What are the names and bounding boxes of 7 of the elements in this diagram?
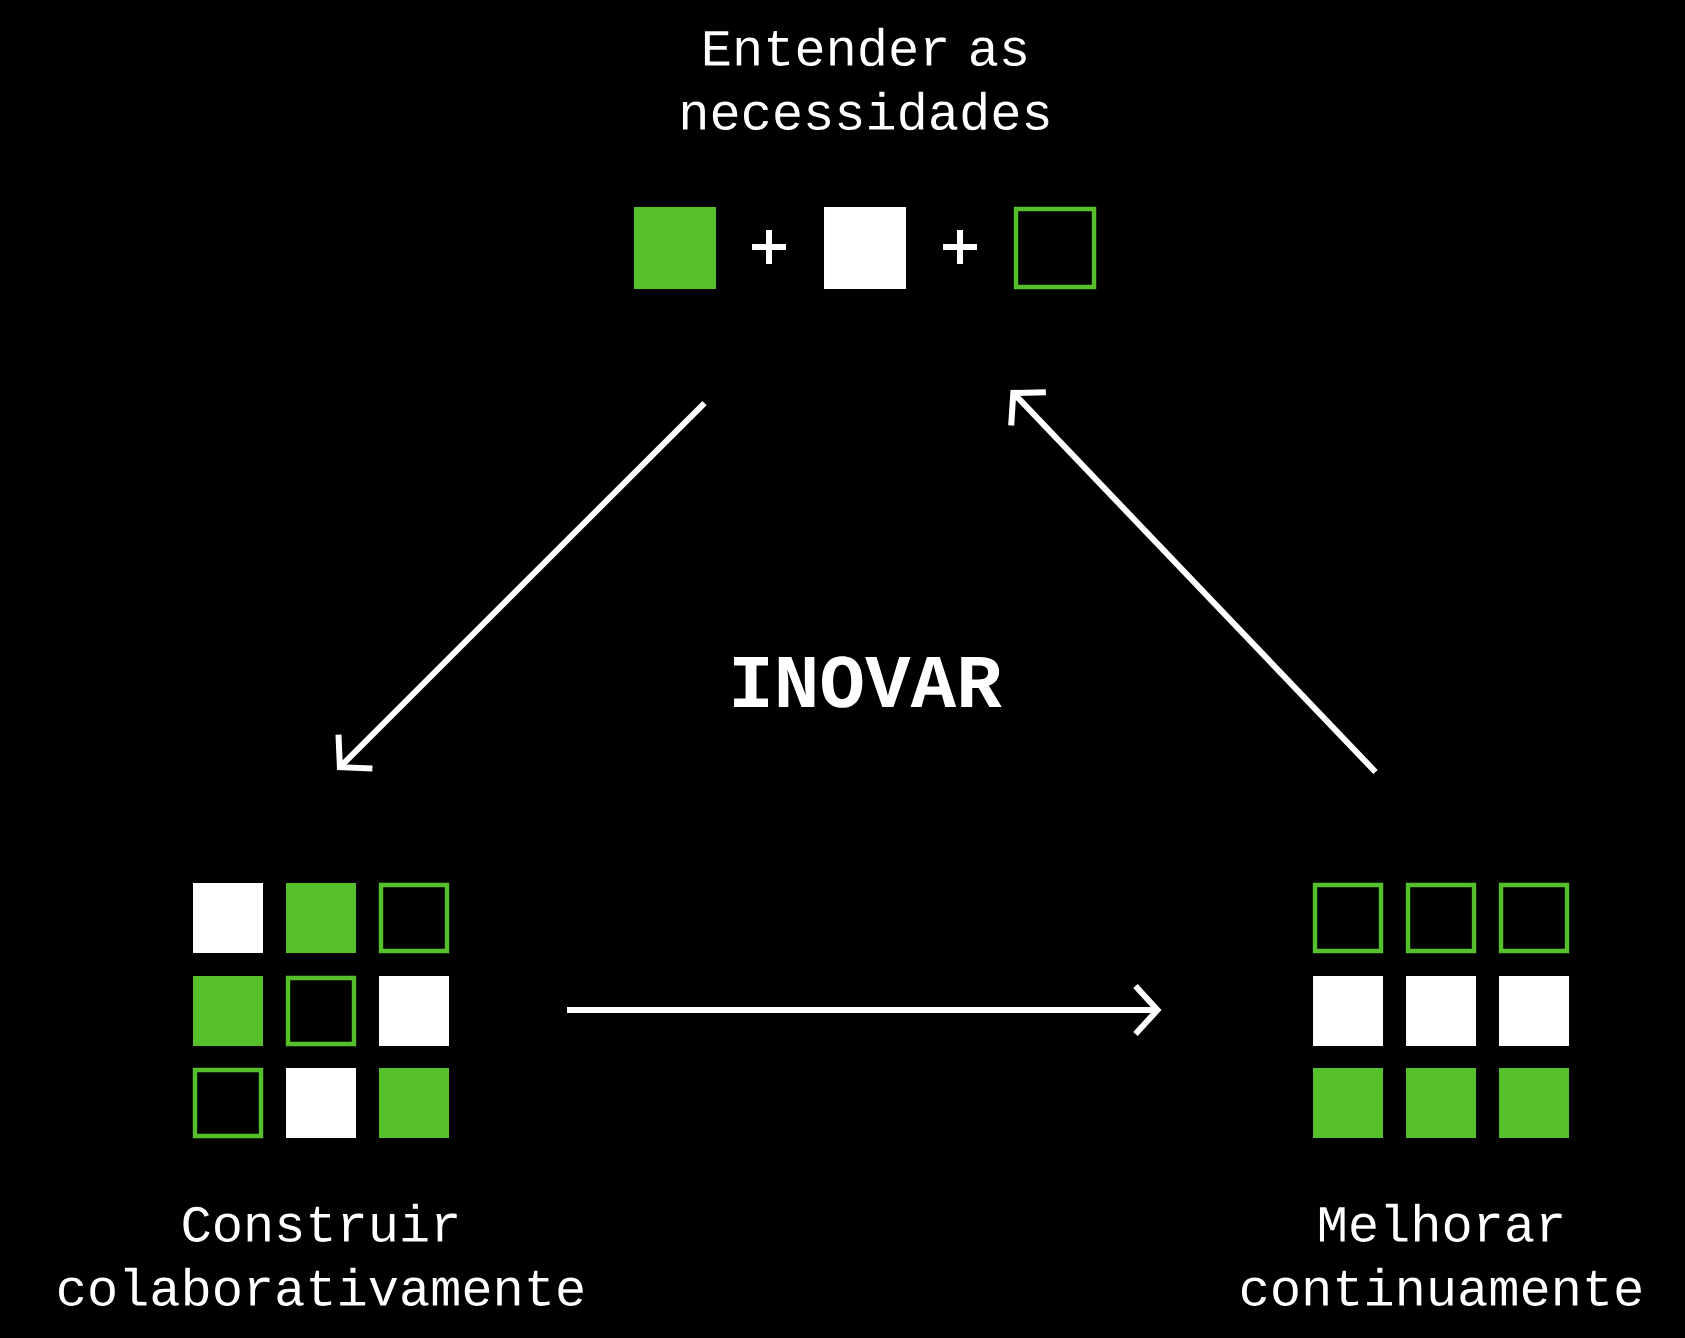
step-label: Construir colaborativamente (59, 1203, 583, 1306)
arrow (335, 400, 707, 772)
step-label: Entender as necessidades (682, 27, 1049, 131)
step-label: Melhorar continuamente (1242, 1203, 1641, 1306)
center-title: INOVAR (734, 656, 1002, 708)
arrow (1008, 389, 1378, 775)
arrow (567, 984, 1162, 1037)
